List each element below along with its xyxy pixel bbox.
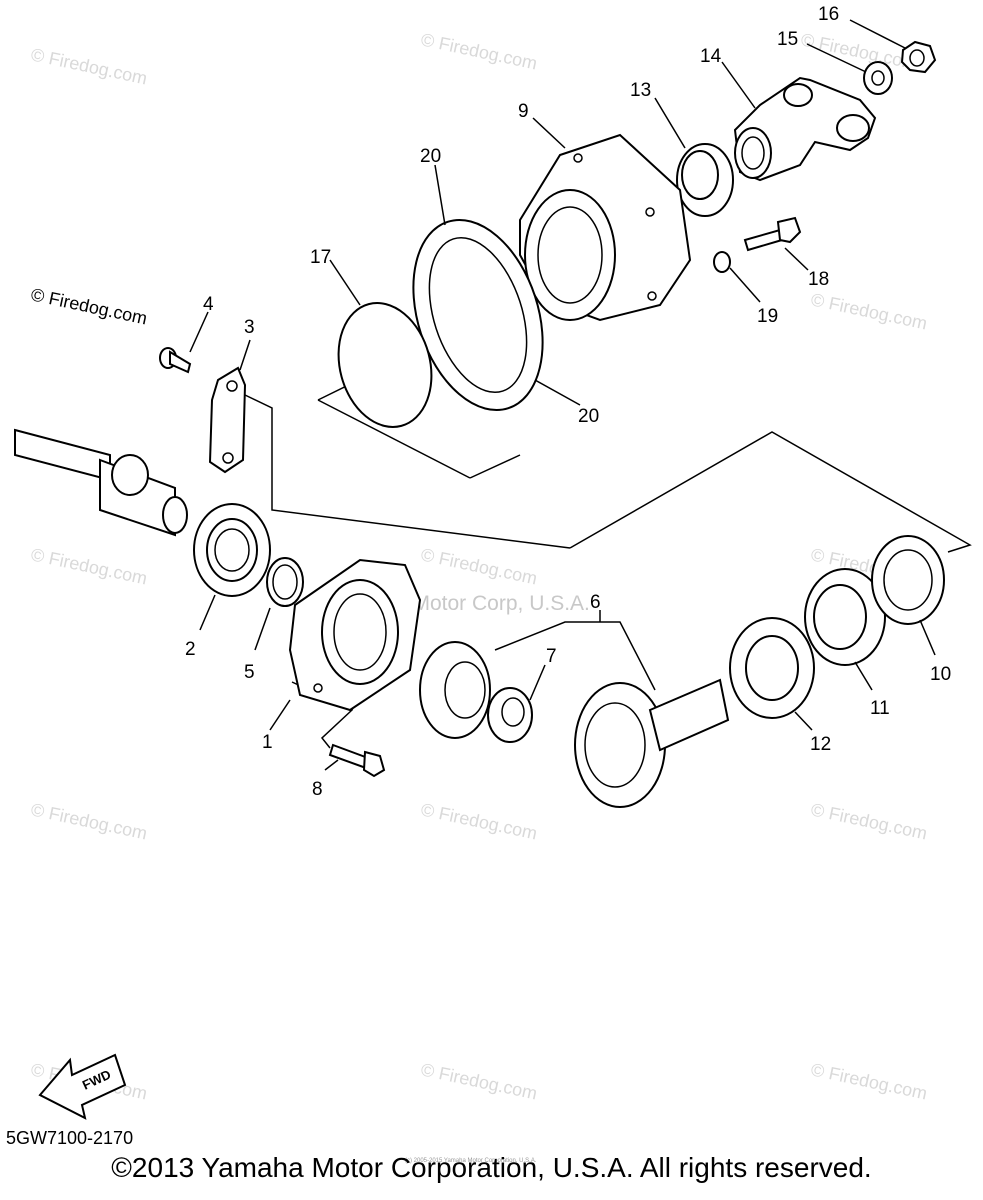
callouts: 1 2 3 4 5 6 7 8 9 10 11 12 13 14 15 16 1…	[185, 4, 951, 800]
collar-part	[487, 687, 533, 743]
callout-12: 12	[810, 734, 831, 755]
tiny-copyright: (c) 2005-2015 Yamaha Motor Corporation, …	[405, 1158, 537, 1164]
seal-part-10	[871, 535, 945, 625]
watermark: © Firedog.com	[419, 799, 539, 843]
watermark: © Firedog.com	[29, 544, 149, 588]
yoke-part	[733, 76, 877, 182]
callout-10: 10	[930, 664, 951, 685]
callout-15: 15	[777, 29, 798, 50]
bolt-part-8	[328, 743, 386, 778]
callout-3: 3	[244, 317, 255, 338]
watermark: © Firedog.com	[419, 544, 539, 588]
shaft-part	[14, 428, 188, 537]
callout-1: 1	[262, 732, 273, 753]
watermark: © Firedog.com	[29, 44, 149, 88]
watermark: © Firedog.com	[29, 799, 149, 843]
callout-11: 11	[870, 698, 890, 719]
diagram-code: 5GW7100-2170	[6, 1128, 134, 1148]
bearing-part-12	[729, 617, 815, 719]
seal-part	[676, 143, 734, 217]
pinion-gear-part	[574, 678, 730, 808]
shim-part	[266, 557, 304, 607]
watermark: © Firedog.com	[419, 1059, 539, 1103]
callout-8: 8	[312, 779, 323, 800]
bearing-housing-part	[288, 558, 422, 712]
watermark: © Firedog.com	[809, 799, 929, 843]
callout-13: 13	[630, 80, 651, 101]
callout-2: 2	[185, 639, 196, 660]
watermark: © Firedog.com	[809, 289, 929, 333]
callout-14: 14	[700, 46, 722, 67]
bearing-part	[193, 503, 271, 597]
callout-5: 5	[244, 662, 255, 683]
callout-18: 18	[808, 269, 829, 290]
callout-20-top: 20	[420, 146, 441, 167]
callout-20-bottom: 20	[578, 406, 599, 427]
callout-17: 17	[310, 247, 331, 268]
callout-4: 4	[203, 294, 214, 315]
callout-9: 9	[518, 101, 529, 122]
leader-lines	[189, 19, 936, 771]
bolt-part	[743, 216, 802, 252]
watermark-dark: © Firedog.com	[29, 284, 149, 328]
watermarks: © Firedog.com © Firedog.com © Firedog.co…	[29, 29, 929, 1103]
washer-part	[863, 61, 893, 95]
ring-gear-part	[419, 641, 491, 739]
large-oring-part	[337, 302, 433, 428]
watermark: © Firedog.com	[799, 29, 919, 73]
fwd-arrow-icon: FWD	[38, 1053, 127, 1120]
watermark: © Firedog.com	[419, 29, 539, 73]
nut-part	[900, 40, 937, 74]
watermark: © Firedog.com	[809, 1059, 929, 1103]
housing-part	[519, 133, 692, 322]
callout-7: 7	[546, 646, 557, 667]
callout-6: 6	[590, 592, 601, 613]
callout-19: 19	[757, 306, 778, 327]
footer-copyright: ©2013 Yamaha Motor Corporation, U.S.A. A…	[111, 1152, 872, 1183]
screw-part	[159, 347, 192, 374]
ring-nut-part	[804, 568, 886, 666]
small-oring-part	[713, 251, 731, 273]
plate-part	[208, 366, 247, 474]
callout-16: 16	[818, 4, 839, 25]
